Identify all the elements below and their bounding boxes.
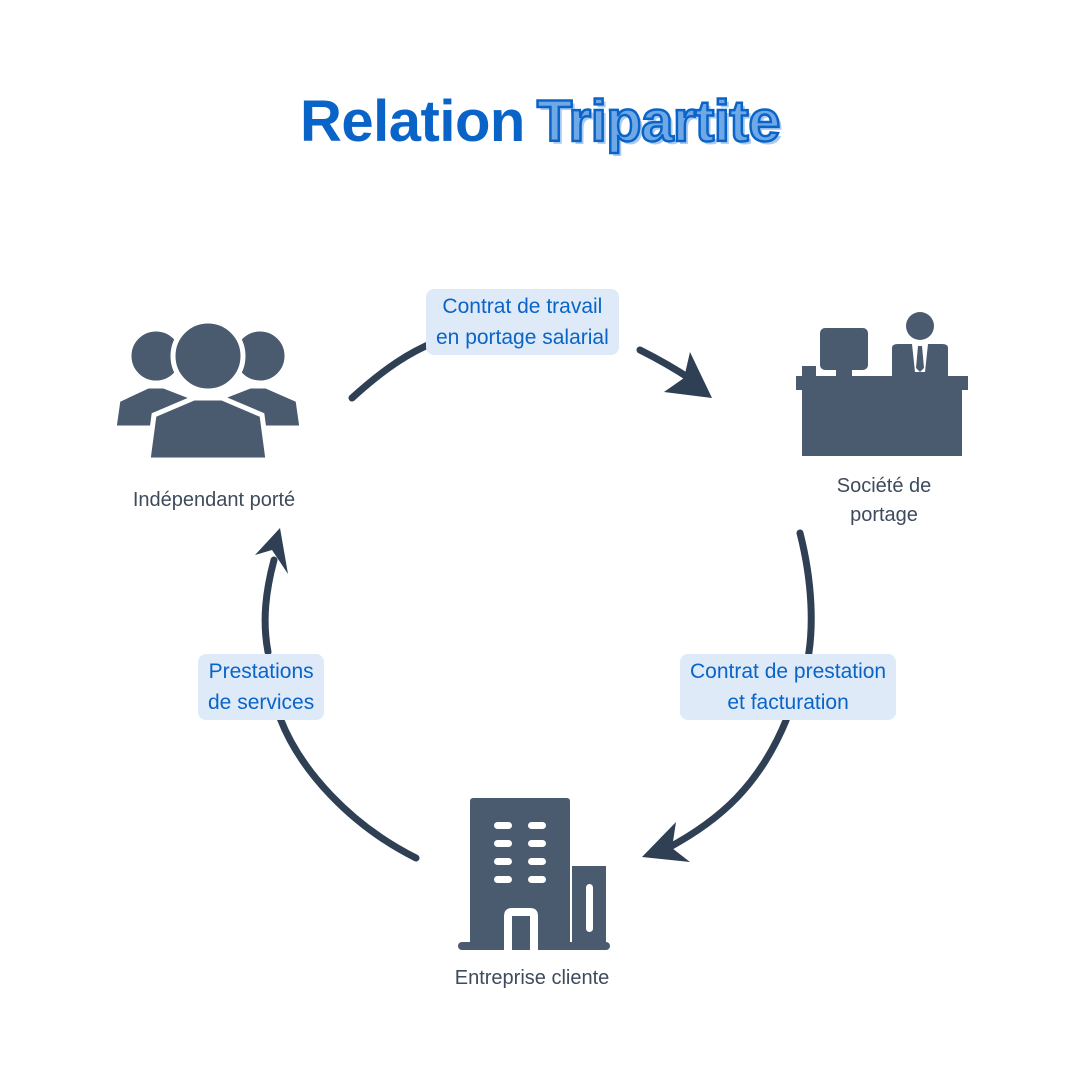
arrow-left-shaft-end xyxy=(261,556,278,656)
title-relation: Relation xyxy=(300,89,525,154)
arrow-right-shaft-end xyxy=(664,714,791,852)
people-group-icon xyxy=(111,320,305,463)
arrow-left-head xyxy=(255,528,288,574)
title-tripartite-highlight: Tripartite xyxy=(528,88,795,160)
node-label-societe-line1: Société de xyxy=(836,475,932,497)
node-label-societe: Société de portage xyxy=(784,472,984,530)
node-label-independant: Indépendant porté xyxy=(132,489,296,511)
arrow-right-shaft xyxy=(796,529,815,672)
edge-label-right-line1: Contrat de prestation xyxy=(690,660,887,683)
arrow-right-head xyxy=(642,822,690,862)
edge-label-left-line2: de services xyxy=(208,691,315,714)
arrow-left-shaft xyxy=(276,714,420,862)
edge-label-right-line2: et facturation xyxy=(727,691,849,714)
node-label-societe-line2: portage xyxy=(850,504,918,526)
title-tripartite: Tripartite xyxy=(536,88,782,156)
edge-label-contrat-travail: Contrat de travail en portage salarial xyxy=(426,289,619,355)
edge-label-contrat-prestation: Contrat de prestation et facturation xyxy=(680,654,897,720)
edge-label-top-line1: Contrat de travail xyxy=(442,295,603,318)
edge-label-top-line2: en portage salarial xyxy=(436,326,609,349)
arrow-top-shaft xyxy=(348,338,439,402)
arrow-top-head xyxy=(664,352,712,398)
node-label-entreprise: Entreprise cliente xyxy=(454,967,610,989)
edge-label-prestations-services: Prestations de services xyxy=(198,654,325,720)
arrow-top-shaft-end xyxy=(636,346,696,384)
reception-desk-icon xyxy=(796,312,968,456)
office-building-icon xyxy=(458,798,610,950)
edge-label-left-line1: Prestations xyxy=(208,660,314,683)
